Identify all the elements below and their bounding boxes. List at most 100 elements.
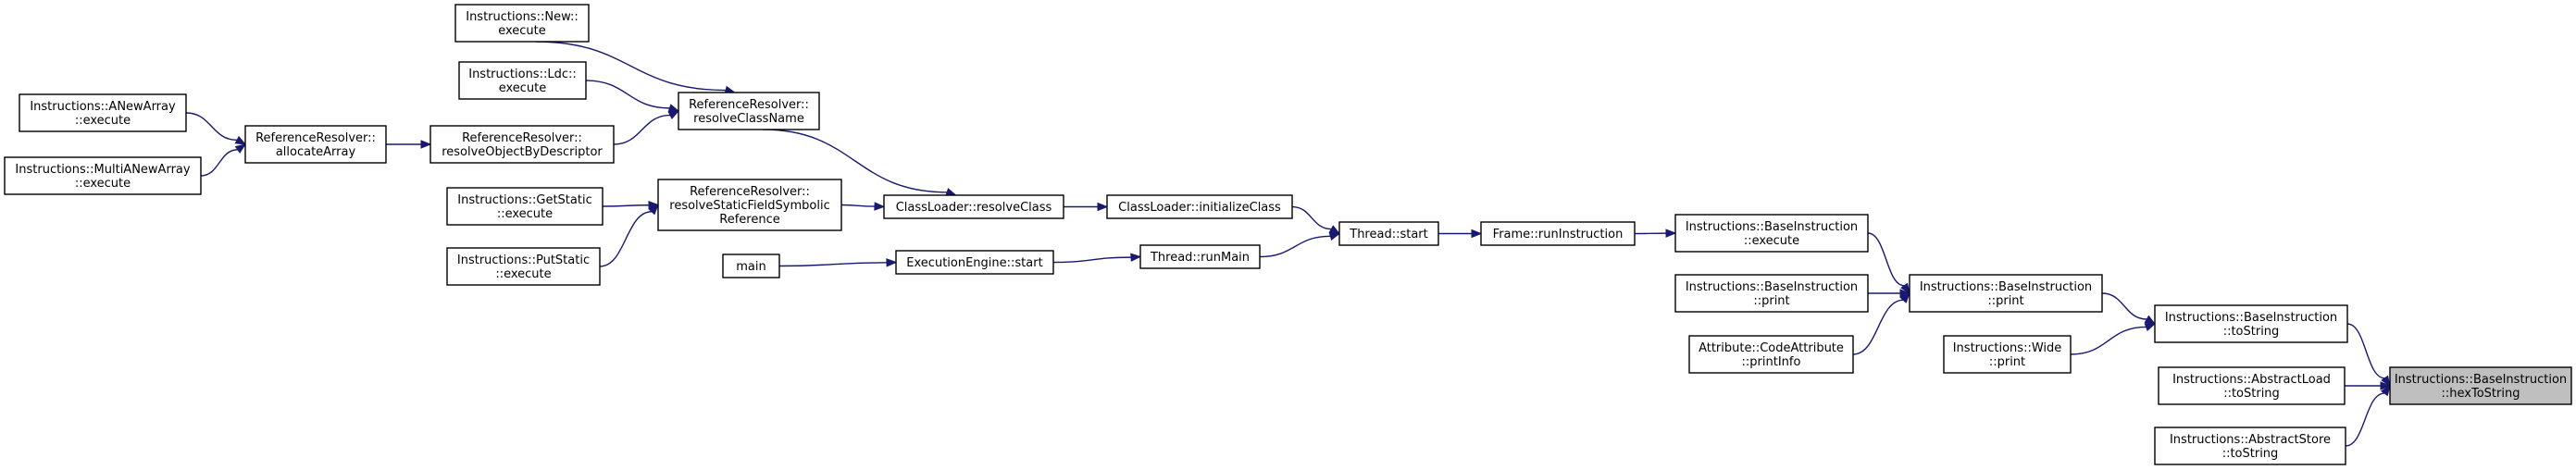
edge-base-instruction-to-string-to-hex-to-string	[2346, 323, 2391, 388]
node-label: resolveStaticFieldSymbolic	[669, 199, 829, 213]
node-box	[1106, 194, 1293, 219]
edge-classloader-initialize-class-to-thread-start	[1291, 205, 1341, 235]
node-resolve-class-name[interactable]: ReferenceResolver::resolveClassName	[678, 92, 820, 130]
edge-thread-start-to-frame-run-instruction	[1438, 229, 1483, 239]
node-box	[883, 194, 1064, 219]
node-wide-print[interactable]: Instructions::Wide::print	[1943, 335, 2072, 374]
node-label: ::execute	[75, 114, 131, 128]
node-box	[1688, 335, 1854, 374]
node-label: ReferenceResolver::	[690, 185, 810, 199]
edge-arrowhead	[648, 204, 659, 216]
edge-line	[2070, 326, 2147, 355]
edge-line	[1291, 205, 1332, 230]
node-new-execute[interactable]: Instructions::New::execute	[454, 4, 590, 43]
node-thread-run-main[interactable]: Thread::runMain	[1139, 244, 1261, 269]
node-box	[429, 125, 615, 164]
node-abstract-store-to-string[interactable]: Instructions::AbstractStore::toString	[2154, 427, 2346, 465]
edge-anewarray-execute-to-allocate-array	[185, 112, 247, 145]
node-base-instruction-to-string[interactable]: Instructions::BaseInstruction::toString	[2154, 304, 2348, 343]
node-label: ::toString	[2223, 325, 2280, 339]
node-label: ReferenceResolver::	[255, 131, 376, 145]
edge-arrowhead	[667, 110, 680, 120]
edge-arrowhead	[2381, 375, 2391, 388]
node-label: Thread::runMain	[1150, 251, 1250, 265]
node-box	[2158, 366, 2346, 405]
edge-arrowhead	[2380, 384, 2391, 397]
node-box	[446, 187, 604, 226]
edge-wide-print-to-base-instruction-to-string	[2070, 323, 2157, 355]
edge-arrowhead	[1899, 292, 1910, 303]
node-label: Instructions::BaseInstruction	[1686, 280, 1858, 294]
node-main[interactable]: main	[722, 254, 780, 278]
node-allocate-array[interactable]: ReferenceResolver::allocateArray	[244, 125, 387, 164]
edge-putstatic-execute-to-resolve-static-field	[599, 204, 659, 267]
node-box	[458, 61, 587, 100]
edge-resolve-static-field-to-classloader-resolve-class	[840, 202, 886, 211]
node-label: Instructions::AbstractLoad	[2172, 373, 2331, 387]
edge-arrowhead	[234, 135, 247, 145]
edge-line	[763, 129, 948, 193]
node-label: Reference	[719, 213, 779, 227]
edge-arrowhead	[1097, 202, 1109, 212]
node-resolve-object-by-descriptor[interactable]: ReferenceResolver::resolveObjectByDescri…	[429, 125, 615, 164]
node-label: Instructions::GetStatic	[457, 193, 591, 207]
edge-line	[2345, 392, 2385, 447]
edge-arrowhead	[667, 104, 680, 113]
node-label: Instructions::BaseInstruction	[1686, 220, 1858, 234]
node-box	[446, 247, 601, 286]
node-frame-run-instruction[interactable]: Frame::runInstruction	[1480, 221, 1636, 246]
node-label: ::print	[1989, 355, 2025, 369]
node-base-instruction-print-caller[interactable]: Instructions::BaseInstruction::print	[1674, 274, 1869, 313]
edge-ldc-execute-to-resolve-class-name	[585, 80, 680, 113]
edge-line	[2101, 292, 2147, 320]
edge-line	[535, 41, 727, 92]
node-box	[895, 250, 1054, 275]
node-label: resolveObjectByDescriptor	[442, 145, 603, 159]
node-box	[2389, 366, 2572, 405]
node-code-attribute-print-info[interactable]: Attribute::CodeAttribute::printInfo	[1688, 335, 1854, 374]
node-thread-start[interactable]: Thread::start	[1338, 221, 1439, 246]
edge-arrowhead	[886, 258, 898, 267]
node-base-instruction-execute[interactable]: Instructions::BaseInstruction::execute	[1674, 214, 1869, 253]
node-execution-engine-start[interactable]: ExecutionEngine::start	[895, 250, 1054, 275]
edge-arrowhead	[2144, 323, 2157, 332]
node-putstatic-execute[interactable]: Instructions::PutStatic::execute	[446, 247, 601, 286]
node-getstatic-execute[interactable]: Instructions::GetStatic::execute	[446, 187, 604, 226]
node-hex-to-string[interactable]: Instructions::BaseInstruction::hexToStri…	[2389, 366, 2572, 405]
node-label: ::toString	[2222, 447, 2279, 461]
edge-line	[585, 80, 670, 109]
edge-arrowhead	[234, 143, 247, 154]
edge-line	[1867, 232, 1905, 287]
edge-abstract-load-to-string-to-hex-to-string	[2344, 381, 2392, 390]
node-label: ClassLoader::resolveClass	[896, 201, 1052, 215]
edge-arrowhead	[1130, 253, 1142, 262]
node-box	[1139, 244, 1261, 269]
node-abstract-load-to-string[interactable]: Instructions::AbstractLoad::toString	[2158, 366, 2346, 405]
node-label: Instructions::Wide	[1953, 341, 2062, 355]
node-classloader-initialize-class[interactable]: ClassLoader::initializeClass	[1106, 194, 1293, 219]
edge-line	[1259, 235, 1331, 258]
node-box	[722, 254, 780, 278]
node-label: main	[736, 260, 765, 274]
node-classloader-resolve-class[interactable]: ClassLoader::resolveClass	[883, 194, 1064, 219]
node-multianewarray-execute[interactable]: Instructions::MultiANewArray::execute	[4, 156, 202, 195]
edge-resolve-object-by-descriptor-to-resolve-class-name	[613, 110, 680, 145]
node-label: Attribute::CodeAttribute	[1699, 341, 1844, 355]
node-label: ClassLoader::initializeClass	[1118, 201, 1281, 215]
node-label: Instructions::New::	[466, 10, 579, 24]
edge-line	[1852, 299, 1904, 355]
node-label: Instructions::AbstractStore	[2170, 433, 2331, 447]
edge-line	[2346, 323, 2385, 379]
edge-thread-run-main-to-thread-start	[1259, 231, 1341, 258]
edge-line	[599, 211, 653, 267]
node-label: ReferenceResolver::	[462, 131, 582, 145]
node-ldc-execute[interactable]: Instructions::Ldc::execute	[458, 61, 587, 100]
node-box	[1480, 221, 1636, 246]
edge-arrowhead	[874, 202, 886, 211]
node-base-instruction-print[interactable]: Instructions::BaseInstruction::print	[1909, 274, 2103, 313]
edge-base-instruction-execute-to-base-instruction-print	[1867, 232, 1910, 295]
node-resolve-static-field[interactable]: ReferenceResolver::resolveStaticFieldSym…	[657, 179, 842, 231]
node-anewarray-execute[interactable]: Instructions::ANewArray::execute	[19, 93, 187, 132]
edge-arrowhead	[1665, 229, 1677, 238]
